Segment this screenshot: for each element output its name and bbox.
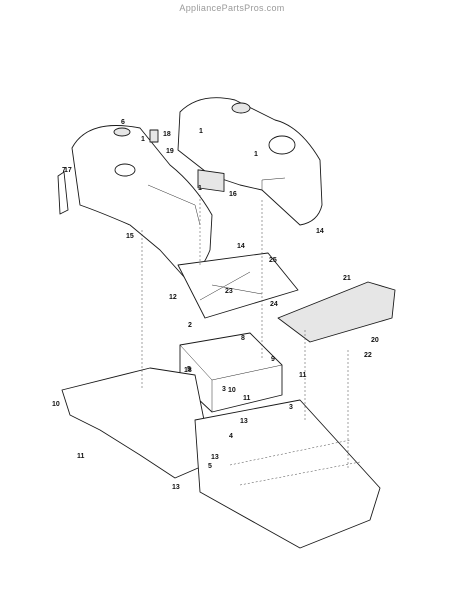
callout: 22 [364, 352, 372, 359]
callout: 19 [166, 148, 174, 155]
callout: 11 [243, 395, 251, 402]
callout: 18 [163, 131, 171, 138]
callout: 11 [77, 453, 85, 460]
callout: 25 [269, 257, 277, 264]
callout: 8 [241, 335, 245, 342]
callout: 3 [222, 386, 226, 393]
callout: 16 [229, 191, 237, 198]
main-frame [61, 367, 381, 549]
callout: 4 [229, 433, 233, 440]
callout: 14 [237, 243, 245, 250]
floor-mat [277, 281, 396, 343]
callout: 5 [187, 366, 191, 373]
callout: 10 [52, 401, 60, 408]
alignment-lines [141, 195, 349, 470]
callouts: 1 1 1 1 2 3 3 4 5 5 6 7 8 9 10 10 11 11 … [52, 119, 379, 491]
callout: 13 [172, 484, 180, 491]
callout: 24 [270, 301, 278, 308]
callout: 1 [141, 136, 145, 143]
callout: 6 [121, 119, 125, 126]
callout: 11 [299, 372, 307, 379]
control-plate [177, 252, 299, 319]
callout: 13 [240, 418, 248, 425]
front-dash-console [57, 125, 213, 279]
callout: 9 [271, 356, 275, 363]
callout: 18 [184, 367, 192, 374]
rear-fender [177, 97, 323, 226]
callout: 7 [62, 167, 66, 174]
callout: 1 [199, 128, 203, 135]
callout: 17 [64, 167, 72, 174]
callout: 15 [126, 233, 134, 240]
callout: 5 [208, 463, 212, 470]
callout: 10 [228, 387, 236, 394]
watermark: AppliancePartsPros.com [179, 3, 285, 13]
callout: 2 [188, 322, 192, 329]
callout: 14 [316, 228, 324, 235]
callout: 12 [169, 294, 177, 301]
callout: 21 [343, 275, 351, 282]
callout: 1 [254, 151, 258, 158]
callout: 1 [198, 185, 202, 192]
callout: 23 [225, 288, 233, 295]
callout: 13 [211, 454, 219, 461]
callout: 3 [289, 404, 293, 411]
callout: 20 [371, 337, 379, 344]
